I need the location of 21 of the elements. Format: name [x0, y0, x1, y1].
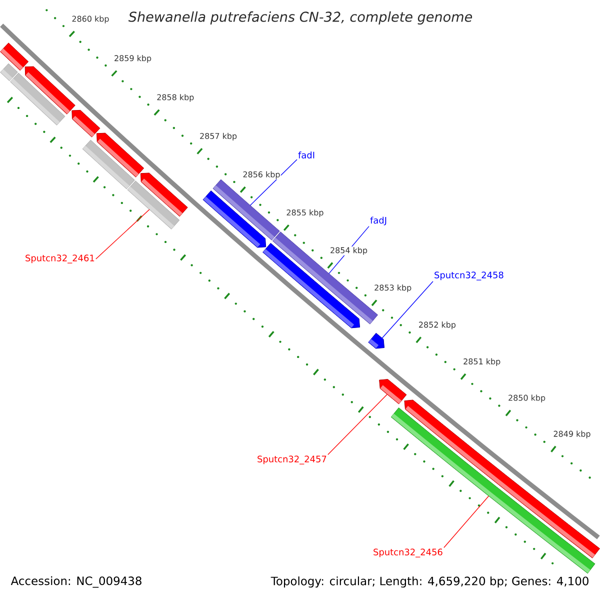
leader-line: [382, 281, 434, 338]
gene-label: Sputcn32_2457: [258, 456, 326, 464]
leader-line: [96, 209, 150, 260]
leader-line: [250, 159, 298, 206]
gene-label: Sputcn32_2456: [374, 548, 442, 558]
accession-number: Accession: NC_009438: [10, 576, 142, 588]
gene-bar: [127, 180, 180, 230]
gene-label: Sputcn32_2458: [434, 272, 504, 280]
gene-block: [368, 332, 384, 349]
gene-block: [202, 190, 266, 248]
gene-bar: [82, 140, 135, 190]
title: Shewanella putrefaciens CN-32, complete genome: [128, 11, 472, 25]
gene-block: [379, 379, 407, 404]
gene-block: [72, 110, 100, 138]
genome-summary: Topology: circular; Length: 4,659,220 bp; Genes: 4,100: [270, 576, 588, 588]
gene-bar: [10, 72, 66, 126]
gene-label: fadJ: [370, 216, 386, 226]
leader-line: [444, 496, 490, 548]
gene-label: Sputcn32_2461: [26, 254, 94, 264]
leader-line: [328, 394, 388, 455]
gene-label: fadI: [298, 152, 314, 158]
